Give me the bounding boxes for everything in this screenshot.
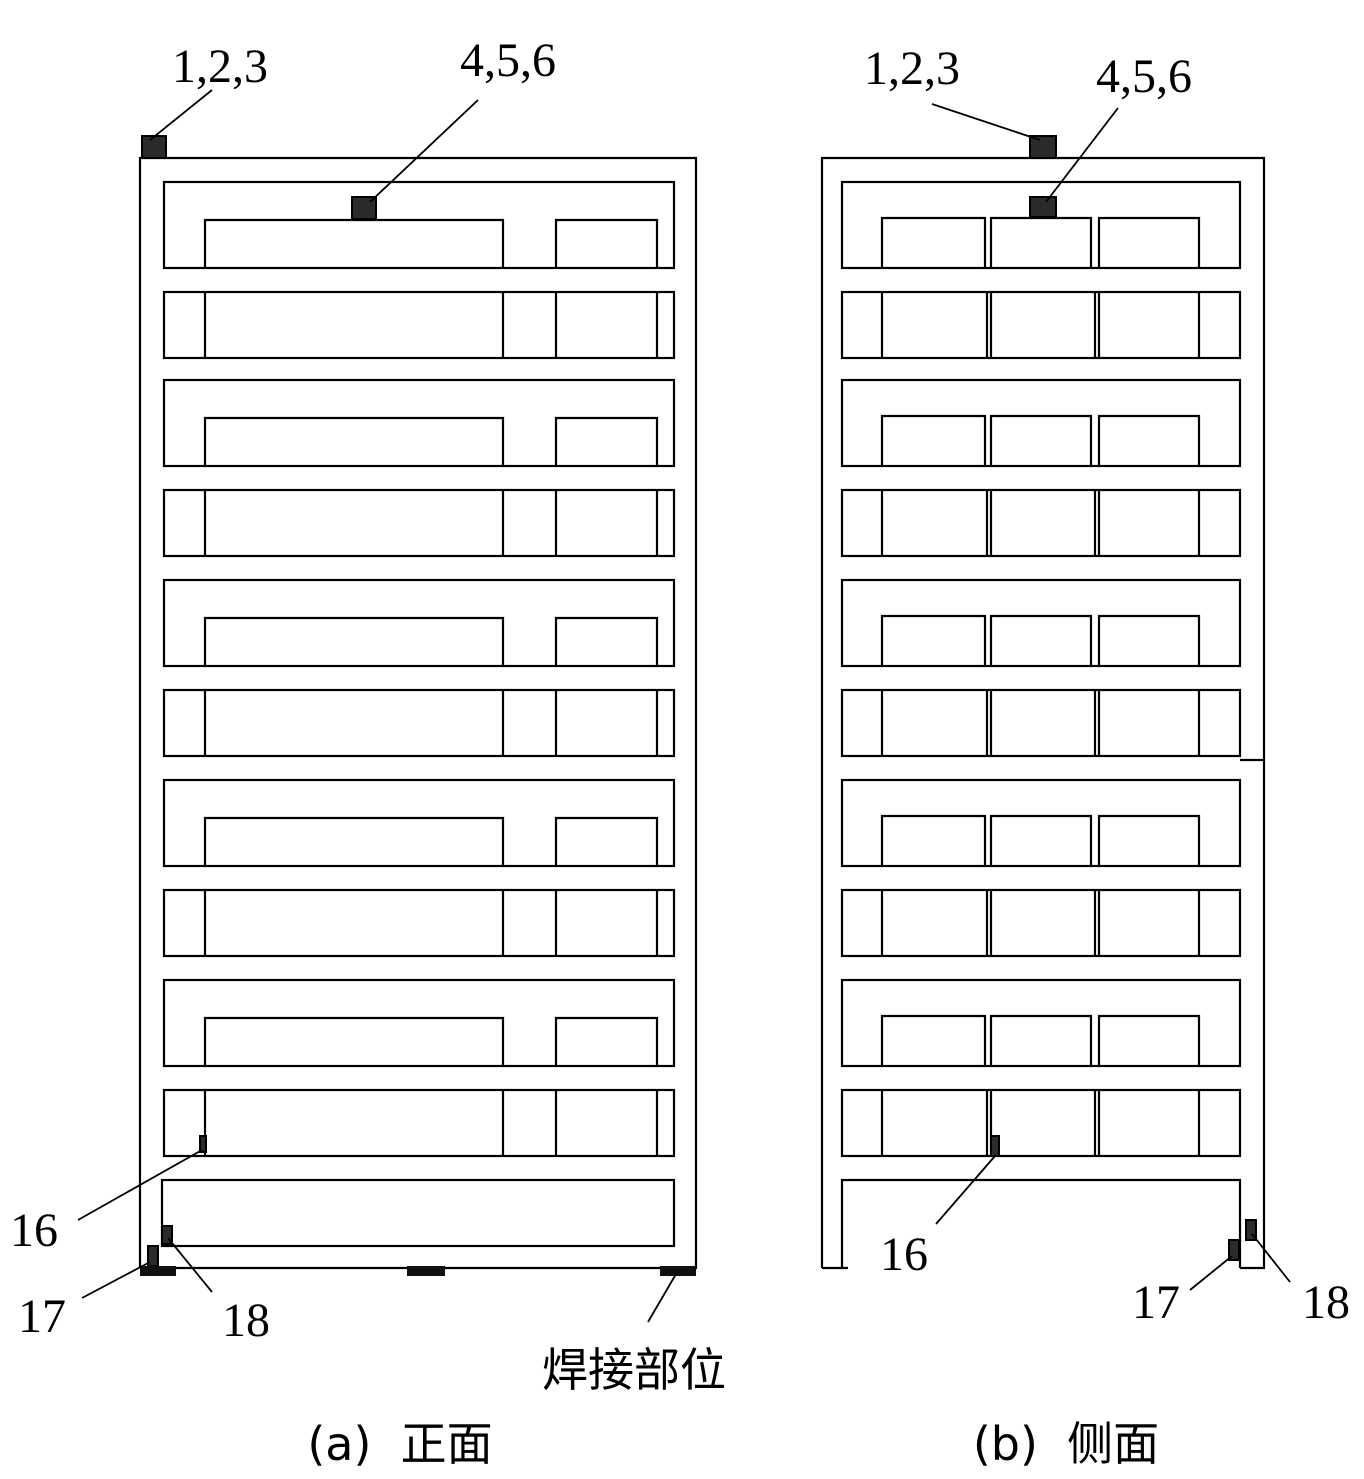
front-leader-weld: [647, 1273, 677, 1323]
front-sensor-top-beam: [351, 196, 377, 220]
front-window-large: [203, 218, 505, 268]
front-label-base-left: 17: [18, 1290, 66, 1343]
side-window: [880, 1014, 987, 1066]
front-storey-panel: [162, 290, 676, 360]
side-window: [1097, 414, 1201, 466]
side-storey-panel: [840, 180, 1242, 270]
front-storey-panel: [162, 578, 676, 668]
side-label-base-right: 18: [1302, 1276, 1350, 1329]
front-label-top-corner: 1,2,3: [172, 40, 268, 93]
side-base-bay: [840, 1178, 1242, 1268]
front-label-top-beam: 4,5,6: [460, 34, 556, 87]
side-sensor-base-left: [1228, 1239, 1240, 1261]
front-window-small: [554, 816, 659, 866]
side-storey-panel: [840, 290, 1242, 360]
side-outer-frame: [820, 156, 1266, 1270]
side-window: [989, 216, 1093, 268]
front-label-column: 16: [10, 1204, 58, 1257]
front-storey-panel: [162, 778, 676, 868]
front-storey-panel: [162, 378, 676, 468]
front-label-weld: 焊接部位: [542, 1343, 726, 1397]
side-window: [1097, 614, 1201, 666]
side-storey-panel: [840, 488, 1242, 558]
side-storey-panel: [840, 978, 1242, 1068]
front-window-large: [203, 1016, 505, 1066]
side-window: [989, 1014, 1093, 1066]
side-label-top-corner: 1,2,3: [864, 42, 960, 95]
side-storey-panel: [840, 778, 1242, 868]
front-storey-panel: [162, 888, 676, 958]
side-storey-panel: [840, 688, 1242, 758]
side-window: [989, 414, 1093, 466]
side-leader-top-corner: [931, 103, 1041, 141]
front-storey-panel: [162, 488, 676, 558]
front-outer-frame: [138, 156, 698, 1270]
side-label-column: 16: [880, 1228, 928, 1281]
front-sensor-top-corner: [141, 135, 167, 159]
side-window: [1097, 814, 1201, 866]
front-base-panel: [160, 1178, 676, 1248]
front-frame: [138, 156, 698, 1270]
front-storey-panel: [162, 1088, 676, 1158]
front-leader-column: [77, 1149, 203, 1221]
side-window: [989, 814, 1093, 866]
side-sensor-top-beam: [1029, 196, 1057, 218]
front-leader-base-right: [167, 1237, 213, 1293]
front-window-small: [554, 1016, 659, 1066]
front-sensor-base-right: [161, 1225, 173, 1245]
front-weld-pad-left: [140, 1266, 176, 1276]
front-label-base-right: 18: [222, 1294, 270, 1347]
side-sensor-column: [990, 1135, 1000, 1157]
front-storey-panel: [162, 688, 676, 758]
side-leader-top-beam: [1045, 107, 1119, 203]
front-window-large: [203, 416, 505, 466]
side-view: 1,2,3 4,5,6 16 17 18 (b) 侧面: [820, 42, 1350, 1471]
front-caption: (a) 正面: [307, 1417, 492, 1471]
side-window: [880, 614, 987, 666]
front-window-large: [203, 816, 505, 866]
side-storey-panel: [840, 378, 1242, 468]
side-window: [880, 414, 987, 466]
front-window-small: [554, 416, 659, 466]
front-leader-top-corner: [149, 89, 213, 141]
front-sensor-column: [199, 1135, 207, 1153]
front-window-small: [554, 218, 659, 268]
side-storey-panel: [840, 888, 1242, 958]
front-window-small: [554, 616, 659, 666]
side-leader-column: [935, 1155, 996, 1225]
side-window: [989, 614, 1093, 666]
side-storey-panel: [840, 578, 1242, 668]
side-frame: [820, 156, 1266, 1270]
side-window: [1097, 1014, 1201, 1066]
side-leader-base-left: [1189, 1255, 1233, 1291]
front-window-large: [203, 616, 505, 666]
side-sensor-top-corner: [1029, 135, 1057, 159]
side-window: [880, 814, 987, 866]
front-weld-pad-middle: [407, 1266, 445, 1276]
front-storey-panel: [162, 978, 676, 1068]
side-window: [880, 216, 987, 268]
front-view: 1,2,3 4,5,6 16 17 18 焊接部位 (a) 正面: [10, 34, 726, 1471]
side-sensor-base-right: [1245, 1219, 1257, 1241]
side-storey-panel: [840, 1088, 1242, 1158]
side-caption: (b) 侧面: [973, 1417, 1159, 1471]
side-label-top-beam: 4,5,6: [1096, 50, 1192, 103]
side-leader-base-right: [1251, 1233, 1291, 1283]
side-label-base-left: 17: [1132, 1276, 1180, 1329]
front-leader-base-left: [81, 1261, 151, 1299]
front-weld-pad-right: [660, 1266, 696, 1276]
front-leader-top-beam: [369, 99, 479, 203]
front-storey-panel: [162, 180, 676, 270]
side-window: [1097, 216, 1201, 268]
